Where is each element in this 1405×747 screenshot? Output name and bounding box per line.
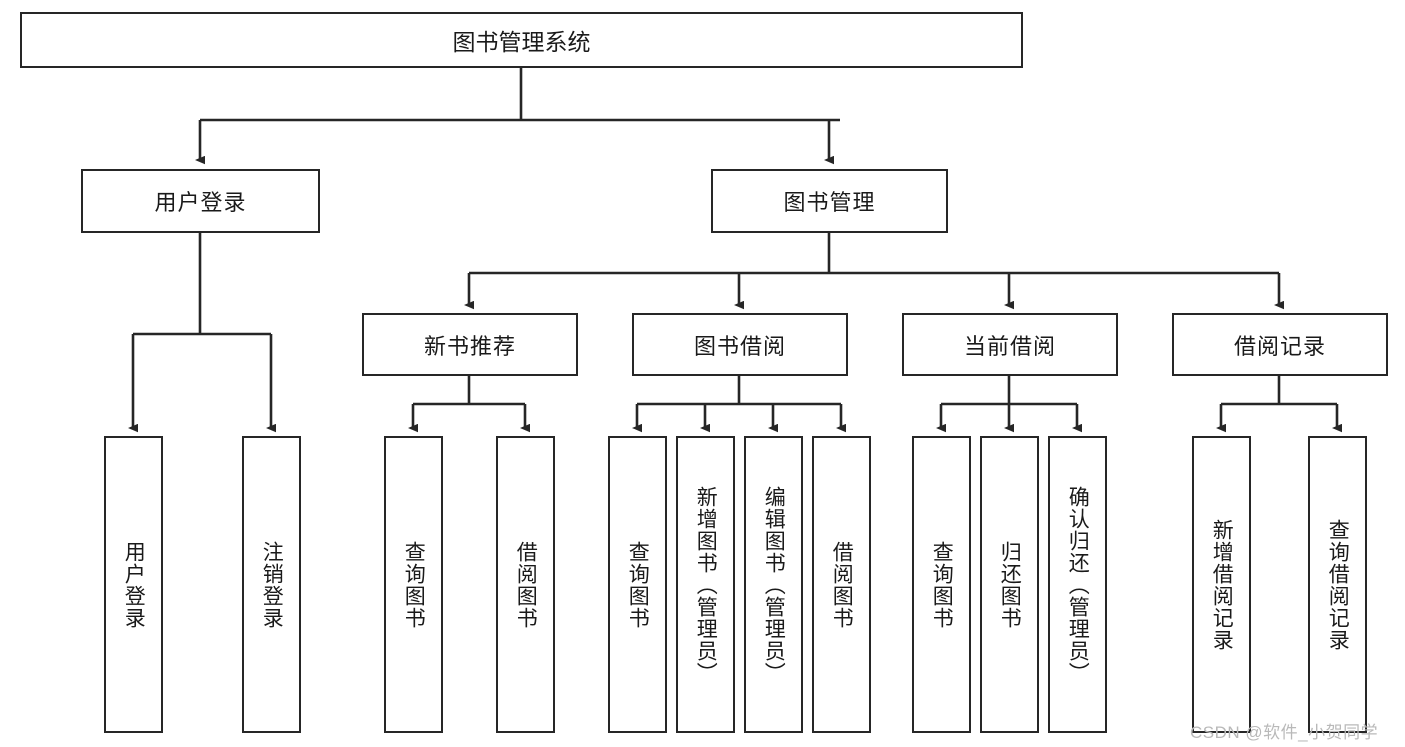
leaf-label: 新增图书（管理员）	[694, 485, 718, 684]
node-new-book-recommend[interactable]: 新书推荐	[362, 313, 578, 376]
leaf-label: 查询借阅记录	[1326, 518, 1350, 651]
node-label: 图书管理系统	[452, 29, 591, 55]
node-borrow-records[interactable]: 借阅记录	[1172, 313, 1388, 376]
leaf-borrow-book[interactable]: 借阅图书	[812, 436, 871, 733]
leaf-query-book-current[interactable]: 查询图书	[912, 436, 971, 733]
leaf-add-book-admin[interactable]: 新增图书（管理员）	[676, 436, 735, 733]
leaf-edit-book-admin[interactable]: 编辑图书（管理员）	[744, 436, 803, 733]
leaf-label: 注销登录	[260, 540, 284, 629]
node-book-management[interactable]: 图书管理	[711, 169, 948, 233]
leaf-user-login[interactable]: 用户登录	[104, 436, 163, 733]
leaf-query-borrow-record[interactable]: 查询借阅记录	[1308, 436, 1367, 733]
node-label: 图书管理	[783, 190, 876, 215]
leaf-logout[interactable]: 注销登录	[242, 436, 301, 733]
node-book-borrow[interactable]: 图书借阅	[632, 313, 848, 376]
node-book-management-system[interactable]: 图书管理系统	[20, 12, 1023, 68]
node-label: 借阅记录	[1233, 333, 1326, 359]
leaf-add-borrow-record[interactable]: 新增借阅记录	[1192, 436, 1251, 733]
leaf-label: 借阅图书	[830, 540, 854, 629]
leaf-label: 用户登录	[122, 540, 146, 629]
leaf-confirm-return-admin[interactable]: 确认归还（管理员）	[1048, 436, 1107, 733]
leaf-query-book-recommend[interactable]: 查询图书	[384, 436, 443, 733]
leaf-query-book-borrow[interactable]: 查询图书	[608, 436, 667, 733]
leaf-label: 归还图书	[998, 540, 1022, 629]
leaf-label: 查询图书	[626, 540, 650, 629]
node-label: 用户登录	[154, 190, 247, 215]
leaf-label: 确认归还（管理员）	[1066, 485, 1090, 684]
node-user-login[interactable]: 用户登录	[81, 169, 320, 233]
node-label: 当前借阅	[963, 333, 1056, 359]
leaf-label: 编辑图书（管理员）	[762, 485, 786, 684]
node-current-borrow[interactable]: 当前借阅	[902, 313, 1118, 376]
leaf-label: 借阅图书	[514, 540, 538, 629]
leaf-borrow-book-recommend[interactable]: 借阅图书	[496, 436, 555, 733]
watermark-text: CSDN @软件_小贺同学	[1190, 723, 1379, 742]
leaf-label: 查询图书	[402, 540, 426, 629]
node-label: 新书推荐	[423, 333, 516, 359]
leaf-label: 新增借阅记录	[1210, 518, 1234, 651]
node-label: 图书借阅	[693, 333, 786, 359]
leaf-return-book[interactable]: 归还图书	[980, 436, 1039, 733]
leaf-label: 查询图书	[930, 540, 954, 629]
